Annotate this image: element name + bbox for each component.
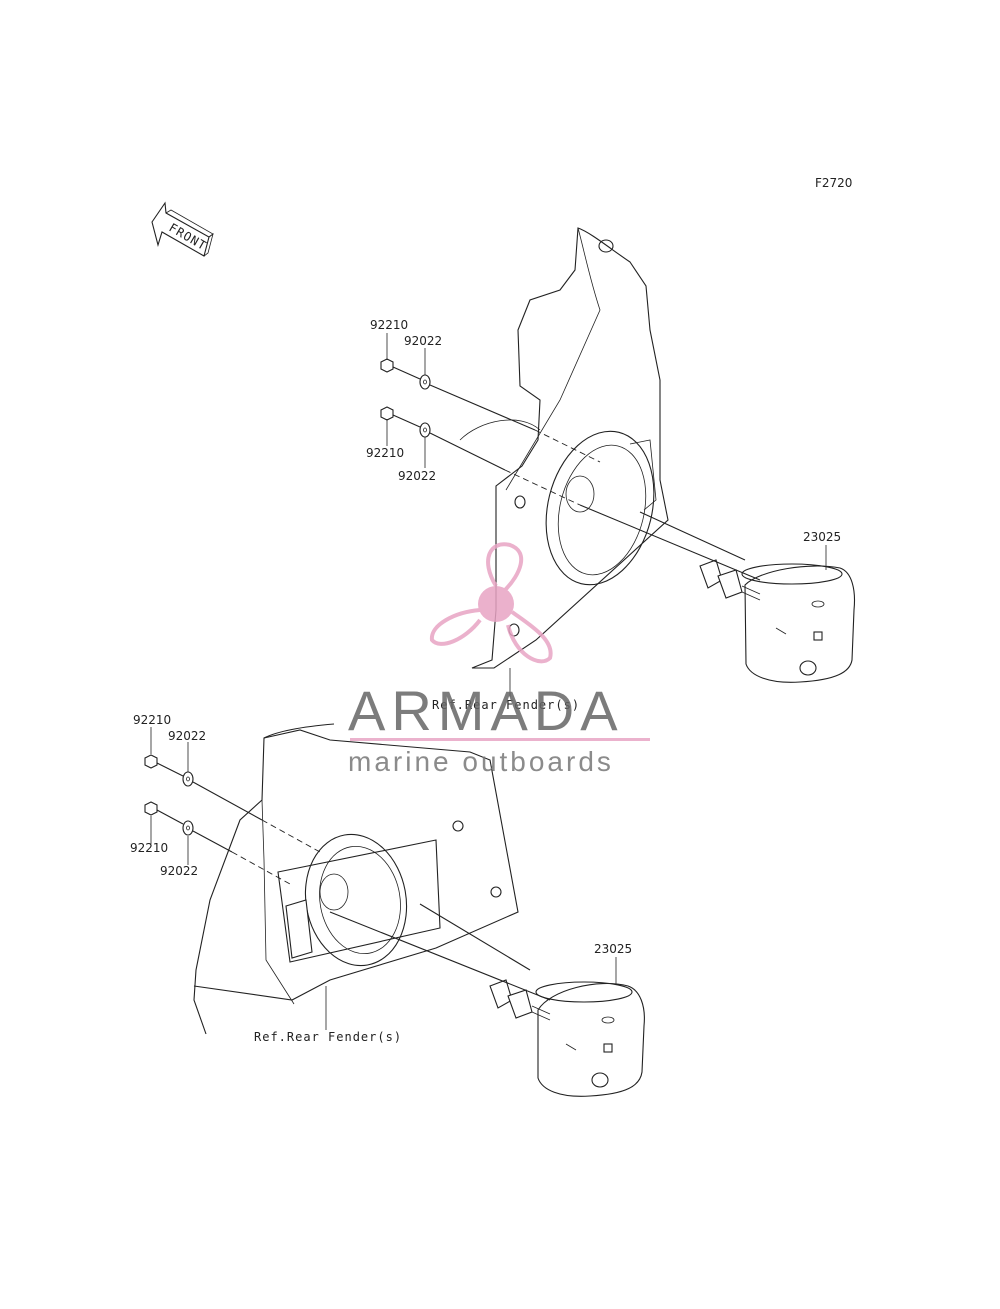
upper-label-nut-bottom: 92210 <box>366 446 404 460</box>
lower-washer-top-icon <box>182 771 194 787</box>
upper-washer-top-icon <box>419 374 431 390</box>
lower-label-washer-top: 92022 <box>168 729 206 743</box>
lower-label-nut-bottom: 92210 <box>130 841 168 855</box>
upper-washer-bottom-icon <box>419 422 431 438</box>
watermark-title: ARMADA <box>348 679 624 742</box>
lower-fender-outline <box>193 723 519 1035</box>
lower-nut-bottom-icon <box>144 801 158 816</box>
upper-label-washer-top: 92022 <box>404 334 442 348</box>
watermark-subtitle: marine outboards <box>348 746 614 777</box>
lower-label-nut-top: 92210 <box>133 713 171 727</box>
upper-tail-light <box>699 559 856 683</box>
upper-label-reference: Ref.Rear Fender(s) <box>432 698 580 712</box>
front-arrow-icon: FRONT <box>151 201 214 257</box>
upper-label-light: 23025 <box>803 530 841 544</box>
lower-label-washer-bottom: 92022 <box>160 864 198 878</box>
lower-label-light: 23025 <box>594 942 632 956</box>
upper-nut-top-icon <box>380 358 394 373</box>
upper-fender-outline <box>459 227 669 669</box>
figure-code: F2720 <box>815 176 852 190</box>
watermark-divider <box>350 738 650 741</box>
upper-label-washer-bottom: 92022 <box>398 469 436 483</box>
armada-logo-icon <box>429 542 553 664</box>
lower-tail-light <box>489 979 645 1097</box>
lower-label-reference: Ref.Rear Fender(s) <box>254 1030 402 1044</box>
upper-label-nut-top: 92210 <box>370 318 408 332</box>
lower-nut-top-icon <box>144 754 158 769</box>
lower-washer-bottom-icon <box>182 820 194 836</box>
upper-nut-bottom-icon <box>380 406 394 421</box>
